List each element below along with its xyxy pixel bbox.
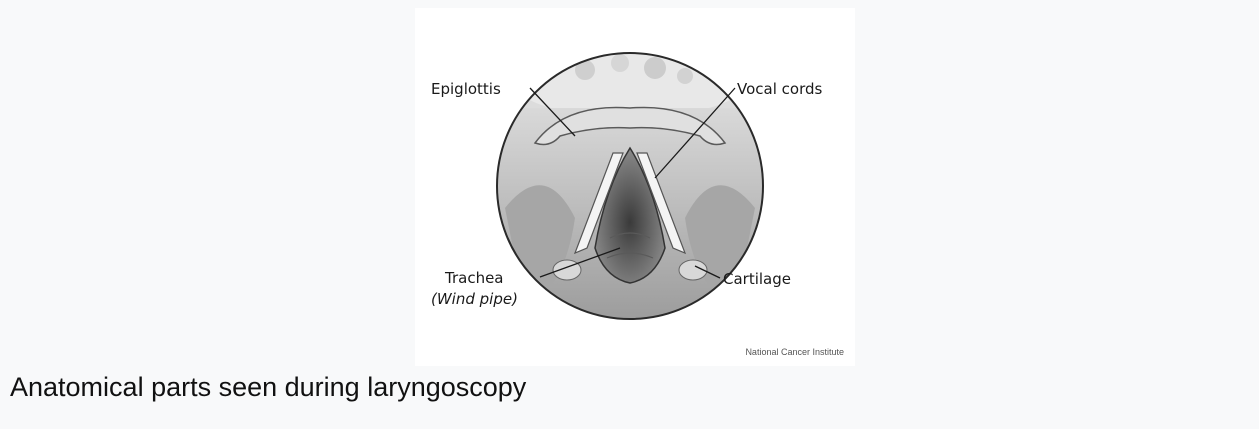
figure-caption: Anatomical parts seen during laryngoscop… xyxy=(10,372,526,403)
label-epiglottis: Epiglottis xyxy=(431,80,501,98)
label-cartilage: Cartilage xyxy=(723,270,791,288)
image-credit: National Cancer Institute xyxy=(745,347,844,357)
larynx-diagram: Epiglottis Vocal cords Trachea (Wind pip… xyxy=(415,8,855,366)
larynx-illustration[interactable]: Epiglottis Vocal cords Trachea (Wind pip… xyxy=(415,8,855,366)
label-vocal-cords: Vocal cords xyxy=(737,80,822,98)
label-trachea: Trachea xyxy=(444,269,504,287)
label-wind-pipe: (Wind pipe) xyxy=(431,290,518,308)
